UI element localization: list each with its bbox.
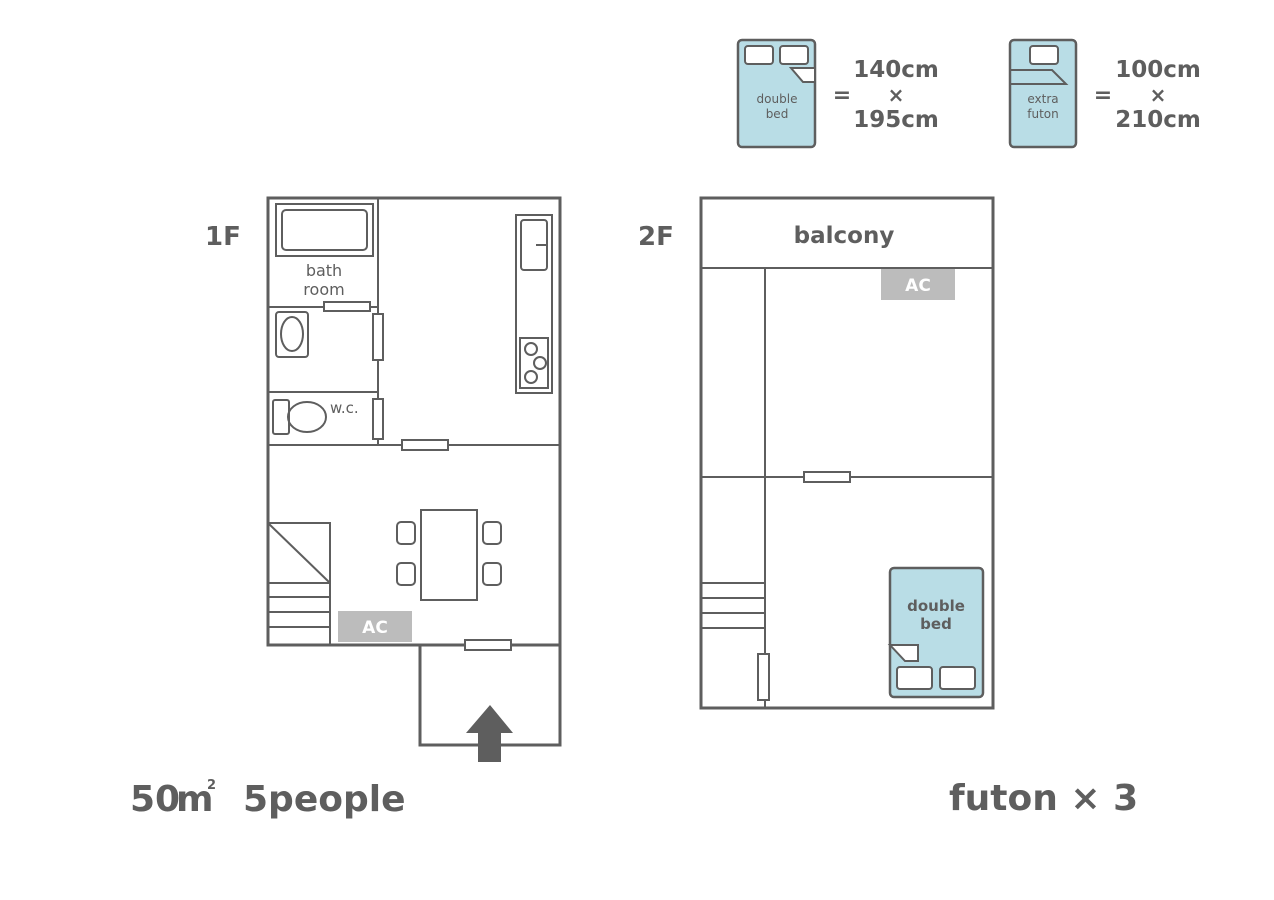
- summary: 50 m 2 5people futon × 3: [130, 778, 1138, 820]
- extra-futon-label-line1: extra: [1027, 92, 1058, 106]
- pillow-icon: [939, 666, 976, 690]
- pillow-icon: [1029, 45, 1059, 65]
- capacity-label: 5people: [243, 779, 406, 820]
- floor-2-outer-wall: [699, 196, 995, 710]
- wc-label: w.c.: [330, 399, 359, 417]
- bathtub-inner-icon: [281, 209, 368, 251]
- folded-corner-icon: [1010, 69, 1069, 85]
- washbasin-icon: [275, 311, 309, 358]
- double-bed-icon: [888, 566, 985, 699]
- double-bed-equals: =: [833, 83, 851, 108]
- floor-2-title: 2F: [638, 222, 674, 252]
- chair-icon: [396, 562, 416, 586]
- kitchen-counter-icon: [515, 214, 553, 394]
- chair-icon: [396, 521, 416, 545]
- floor-2-plan: 2F balcony AC double bed: [638, 196, 995, 710]
- burner-icon: [524, 342, 538, 356]
- legend-double-bed: double bed = 140cm × 195cm: [736, 38, 939, 149]
- ac-label-1f: AC: [362, 618, 388, 638]
- stove-icon: [519, 337, 549, 389]
- burner-icon: [524, 370, 538, 384]
- area-number: 50: [130, 779, 180, 820]
- extra-futon-icon: [1008, 38, 1078, 149]
- extra-futon-width: 100cm: [1115, 57, 1201, 83]
- door-icon: [401, 439, 449, 451]
- folded-corner-icon: [788, 67, 816, 83]
- washbasin-bowl-icon: [280, 316, 304, 352]
- toilet-tank-icon: [272, 399, 290, 435]
- bathtub-icon: [275, 203, 374, 257]
- double-bed-label-line2: bed: [766, 107, 789, 121]
- dining-table-icon: [420, 509, 478, 601]
- bathroom-label-line1: bath: [306, 261, 342, 280]
- chair-icon: [482, 562, 502, 586]
- double-bed-times: ×: [888, 83, 905, 107]
- bed-label-line1: double: [907, 597, 965, 615]
- bathroom-label-line2: room: [303, 280, 344, 299]
- area-superscript: 2: [207, 778, 216, 793]
- bed-label-line2: bed: [920, 615, 952, 633]
- door-icon: [803, 471, 851, 483]
- futon-count-label: futon × 3: [949, 778, 1138, 819]
- floor-1-title: 1F: [205, 222, 241, 252]
- extra-futon-length: 210cm: [1115, 107, 1201, 133]
- chair-icon: [482, 521, 502, 545]
- door-icon: [464, 639, 512, 651]
- extra-futon-label-line2: futon: [1027, 107, 1058, 121]
- double-bed-label-line1: double: [757, 92, 798, 106]
- extra-futon-equals: =: [1094, 83, 1112, 108]
- pillow-icon: [779, 45, 809, 65]
- toilet-bowl-icon: [287, 401, 327, 433]
- door-icon: [372, 313, 384, 361]
- double-bed-icon: [736, 38, 817, 149]
- double-bed-length: 195cm: [853, 107, 939, 133]
- burner-icon: [533, 356, 547, 370]
- pillow-icon: [896, 666, 933, 690]
- folded-corner-icon: [887, 644, 919, 662]
- door-icon: [757, 653, 770, 701]
- legend-extra-futon: extra futon = 100cm × 210cm: [1008, 38, 1201, 149]
- stair-diagonal: [267, 522, 331, 584]
- door-icon: [372, 398, 384, 440]
- entrance-arrow-icon: [466, 705, 513, 762]
- ac-label-2f: AC: [905, 276, 931, 296]
- floor-1-plan: 1F bath room w.c.: [205, 196, 562, 762]
- door-icon: [323, 301, 371, 312]
- area-unit: m: [176, 779, 214, 820]
- extra-futon-times: ×: [1150, 83, 1167, 107]
- ac-unit-1f: [338, 611, 412, 642]
- ac-unit-2f: [881, 269, 955, 300]
- pillow-icon: [744, 45, 774, 65]
- double-bed-width: 140cm: [853, 57, 939, 83]
- balcony-label: balcony: [794, 223, 895, 249]
